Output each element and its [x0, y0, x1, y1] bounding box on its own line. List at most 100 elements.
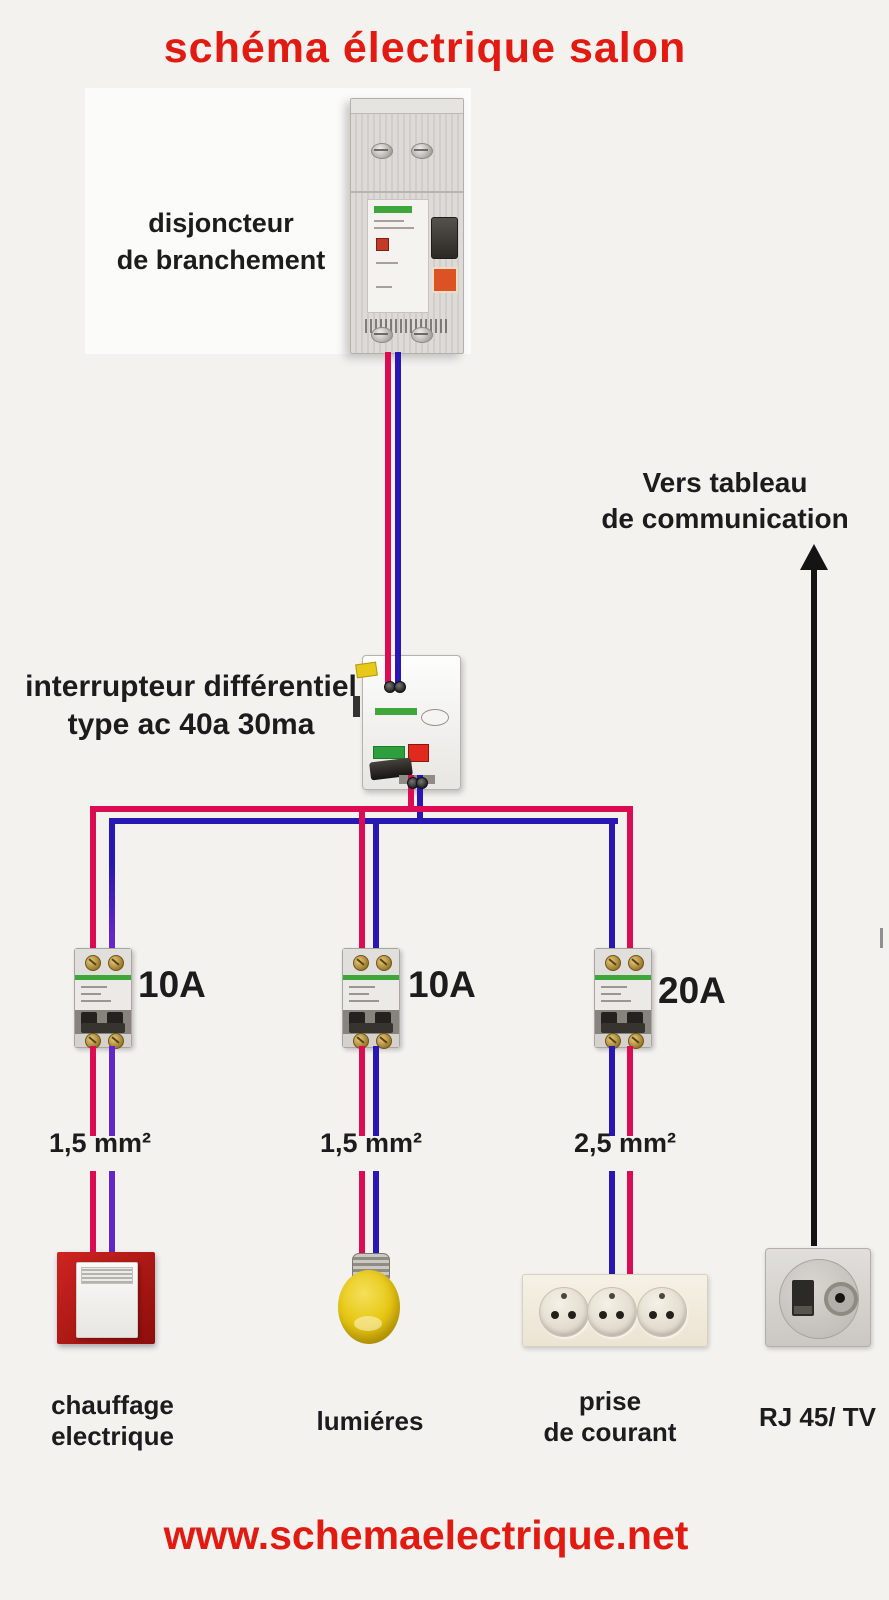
outlet-label: prise de courant [535, 1386, 685, 1448]
breaker-rating-label: 10A [408, 964, 476, 1005]
main-breaker-label-line2: de branchement [116, 245, 326, 275]
electric-heater-icon [57, 1252, 155, 1344]
brand-stripe-icon [343, 975, 399, 980]
bulb-highlight [354, 1316, 382, 1331]
circuit2-neutral-wire [373, 818, 379, 948]
circuit3-neutral-wire [609, 1046, 615, 1136]
label-line [374, 227, 414, 229]
communication-label-line1: Vers tableau [642, 467, 808, 498]
brand-stripe-icon [374, 206, 412, 213]
main-breaker-trip-button [432, 267, 458, 293]
terminal-screw-icon [108, 955, 124, 971]
label-line [81, 993, 101, 995]
circuit3-live-wire [627, 1171, 633, 1276]
label-line [601, 1000, 631, 1002]
brand-stripe-icon [375, 708, 417, 715]
terminal-screw-icon [605, 955, 621, 971]
outlet-label-line1: prise [578, 1386, 642, 1416]
tv-coax-connector-icon [824, 1282, 858, 1316]
socket-hole-icon [551, 1311, 559, 1319]
socket-face-icon [779, 1259, 859, 1339]
terminal-screw-icon [85, 955, 101, 971]
breaker-label-area [75, 980, 131, 1010]
ground-pin-icon [609, 1293, 615, 1299]
website-url: www.schemaelectrique.net [163, 1512, 689, 1558]
label-line [81, 1000, 111, 1002]
breaker-toggle-area [343, 1010, 399, 1034]
terminal-screw-icon [376, 1033, 392, 1049]
wire-section-label: 2,5 mm² [573, 1128, 677, 1158]
circuit3-neutral-wire [609, 818, 615, 948]
ground-pin-icon [561, 1293, 567, 1299]
terminal-screw-icon [394, 681, 406, 693]
circuit-breaker-icon [594, 948, 652, 1049]
communication-cable-wire [811, 568, 817, 1246]
wire-section-label: 1,5 mm² [48, 1128, 152, 1158]
switch-handle-icon [81, 1023, 125, 1033]
circuit3-neutral-wire [609, 1171, 615, 1276]
wire-section-label: 1,5 mm² [319, 1128, 423, 1158]
communication-label-line2: de communication [601, 503, 849, 534]
status-window-icon [373, 746, 405, 759]
feed-neutral-wire [395, 352, 401, 688]
switch-output-live-wire [408, 775, 414, 812]
indicator-square-icon [376, 238, 389, 251]
heater-label: chauffage electrique [35, 1390, 190, 1452]
breaker-label-area [595, 980, 651, 1010]
switch-handle-icon [349, 1023, 393, 1033]
main-breaker-icon [350, 98, 464, 354]
circuit3-live-wire [627, 1046, 633, 1136]
circuit1-live-wire [90, 1046, 96, 1136]
terminal-screw-icon [628, 955, 644, 971]
main-breaker-label-line1: disjoncteur [148, 208, 294, 238]
socket-hole-icon [599, 1311, 607, 1319]
circuit1-neutral-wire [109, 1046, 115, 1136]
photo-artifact [353, 696, 360, 717]
socket-hole-icon [568, 1311, 576, 1319]
breaker-rating-label: 20A [658, 970, 726, 1011]
label-line [376, 262, 398, 264]
circuit2-live-wire [359, 806, 365, 948]
ground-pin-icon [659, 1293, 665, 1299]
breaker-toggle-area [595, 1010, 651, 1034]
rj45-tv-label: RJ 45/ TV [758, 1402, 877, 1432]
differential-switch-label-line2: type ac 40a 30ma [67, 708, 315, 741]
terminal-screw-icon [376, 955, 392, 971]
main-breaker-label-panel [367, 199, 429, 313]
differential-switch-label-line1: interrupteur différentiel [25, 670, 357, 703]
circuit3-live-wire [627, 806, 633, 948]
heater-grille-icon [81, 1267, 133, 1284]
differential-switch-label: interrupteur différentiel type ac 40a 30… [10, 668, 372, 744]
socket-icon [539, 1287, 589, 1337]
heater-label-line1: chauffage [51, 1390, 174, 1420]
main-breaker-divider [351, 191, 463, 193]
label-line [376, 286, 392, 288]
heater-label-line2: electrique [51, 1421, 174, 1451]
circuit2-neutral-wire [373, 1046, 379, 1136]
circuit-breaker-icon [342, 948, 400, 1049]
test-button [421, 709, 449, 726]
circuit1-neutral-wire [109, 818, 115, 948]
label-line [349, 986, 375, 988]
label-line [349, 993, 369, 995]
circuit1-live-wire [90, 1171, 96, 1254]
main-breaker-top-cap [351, 99, 463, 114]
edge-artifact [880, 928, 883, 948]
circuit2-live-wire [359, 1171, 365, 1259]
terminal-screw-icon [353, 955, 369, 971]
terminal-screw-icon [416, 777, 428, 789]
brand-stripe-icon [75, 975, 131, 980]
socket-hole-icon [649, 1311, 657, 1319]
socket-hole-icon [616, 1311, 624, 1319]
breaker-label-area [343, 980, 399, 1010]
arrow-up-icon [800, 544, 828, 570]
circuit-breaker-icon [74, 948, 132, 1049]
breaker-rating-label: 10A [138, 964, 206, 1005]
light-bulb-icon [338, 1270, 400, 1344]
label-line [349, 1000, 379, 1002]
differential-switch-icon [355, 655, 461, 790]
terminal-screw-icon [628, 1033, 644, 1049]
main-breaker-switch-button [431, 217, 458, 259]
circuit2-live-wire [359, 1046, 365, 1136]
